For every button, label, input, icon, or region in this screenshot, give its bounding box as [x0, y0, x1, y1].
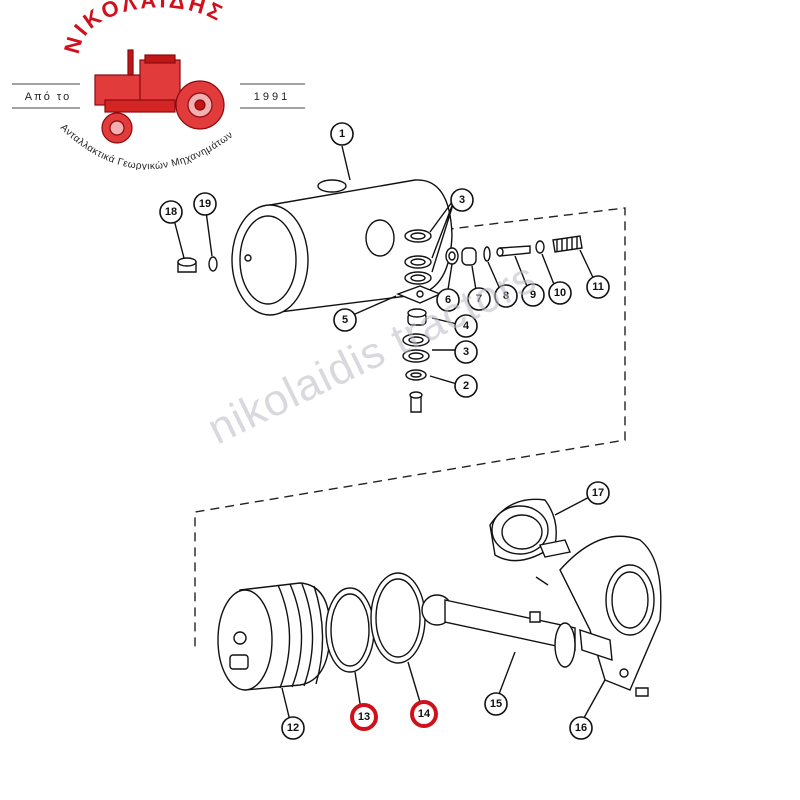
svg-text:3: 3: [459, 194, 465, 206]
svg-text:15: 15: [490, 698, 502, 710]
callout-14: 14: [410, 700, 438, 728]
company-logo: ΝΙΚΟΛΑΪΔΗΣ Από το 1991 Ανταλλακτικά Γεωρ…: [12, 0, 305, 170]
callout-12: 12: [281, 716, 305, 740]
callout-15: 15: [484, 692, 508, 716]
svg-text:11: 11: [592, 281, 604, 293]
callout-6: 6: [436, 288, 460, 312]
svg-text:18: 18: [165, 206, 177, 218]
svg-text:19: 19: [199, 198, 211, 210]
svg-text:9: 9: [530, 289, 536, 301]
svg-text:12: 12: [287, 722, 299, 734]
lift-arm: [529, 535, 662, 697]
svg-text:16: 16: [575, 722, 587, 734]
seal-stack-lower: [402, 308, 430, 413]
callout-19: 19: [193, 192, 217, 216]
callout-2: 2: [454, 374, 478, 398]
callout-4: 4: [454, 314, 478, 338]
seal-stack-upper: [396, 229, 442, 304]
connecting-rod: [421, 594, 576, 668]
svg-text:14: 14: [418, 708, 431, 720]
callout-8: 8: [494, 284, 518, 308]
svg-text:3: 3: [463, 346, 469, 358]
svg-text:13: 13: [358, 711, 370, 723]
svg-text:10: 10: [554, 287, 566, 299]
plug-and-washer: [177, 256, 218, 273]
svg-text:8: 8: [503, 290, 509, 302]
assembly-dashed-outline: [194, 207, 626, 650]
piston: [217, 582, 331, 691]
logo-since-label: Από το: [25, 91, 71, 103]
callout-10: 10: [548, 281, 572, 305]
svg-text:1: 1: [339, 128, 345, 140]
logo-year: 1991: [254, 91, 290, 103]
callout-1: 1: [330, 122, 354, 146]
svg-text:17: 17: [592, 487, 604, 499]
callout-13: 13: [350, 703, 378, 731]
svg-text:7: 7: [476, 293, 482, 305]
callout-3-upper: 3: [450, 188, 474, 212]
callout-11: 11: [586, 275, 610, 299]
tractor-icon: [94, 49, 225, 144]
svg-text:5: 5: [342, 314, 348, 326]
piston-rings: [325, 572, 426, 673]
svg-text:2: 2: [463, 380, 469, 392]
callout-17: 17: [586, 481, 610, 505]
callout-5: 5: [333, 308, 357, 332]
callout-7: 7: [467, 287, 491, 311]
callout-9: 9: [521, 283, 545, 307]
svg-text:6: 6: [445, 294, 451, 306]
svg-text:4: 4: [463, 320, 470, 332]
callout-3-lower: 3: [454, 340, 478, 364]
quadrant-gear: [489, 498, 571, 562]
valve-components: [445, 235, 583, 266]
callout-16: 16: [569, 716, 593, 740]
callout-18: 18: [159, 200, 183, 224]
